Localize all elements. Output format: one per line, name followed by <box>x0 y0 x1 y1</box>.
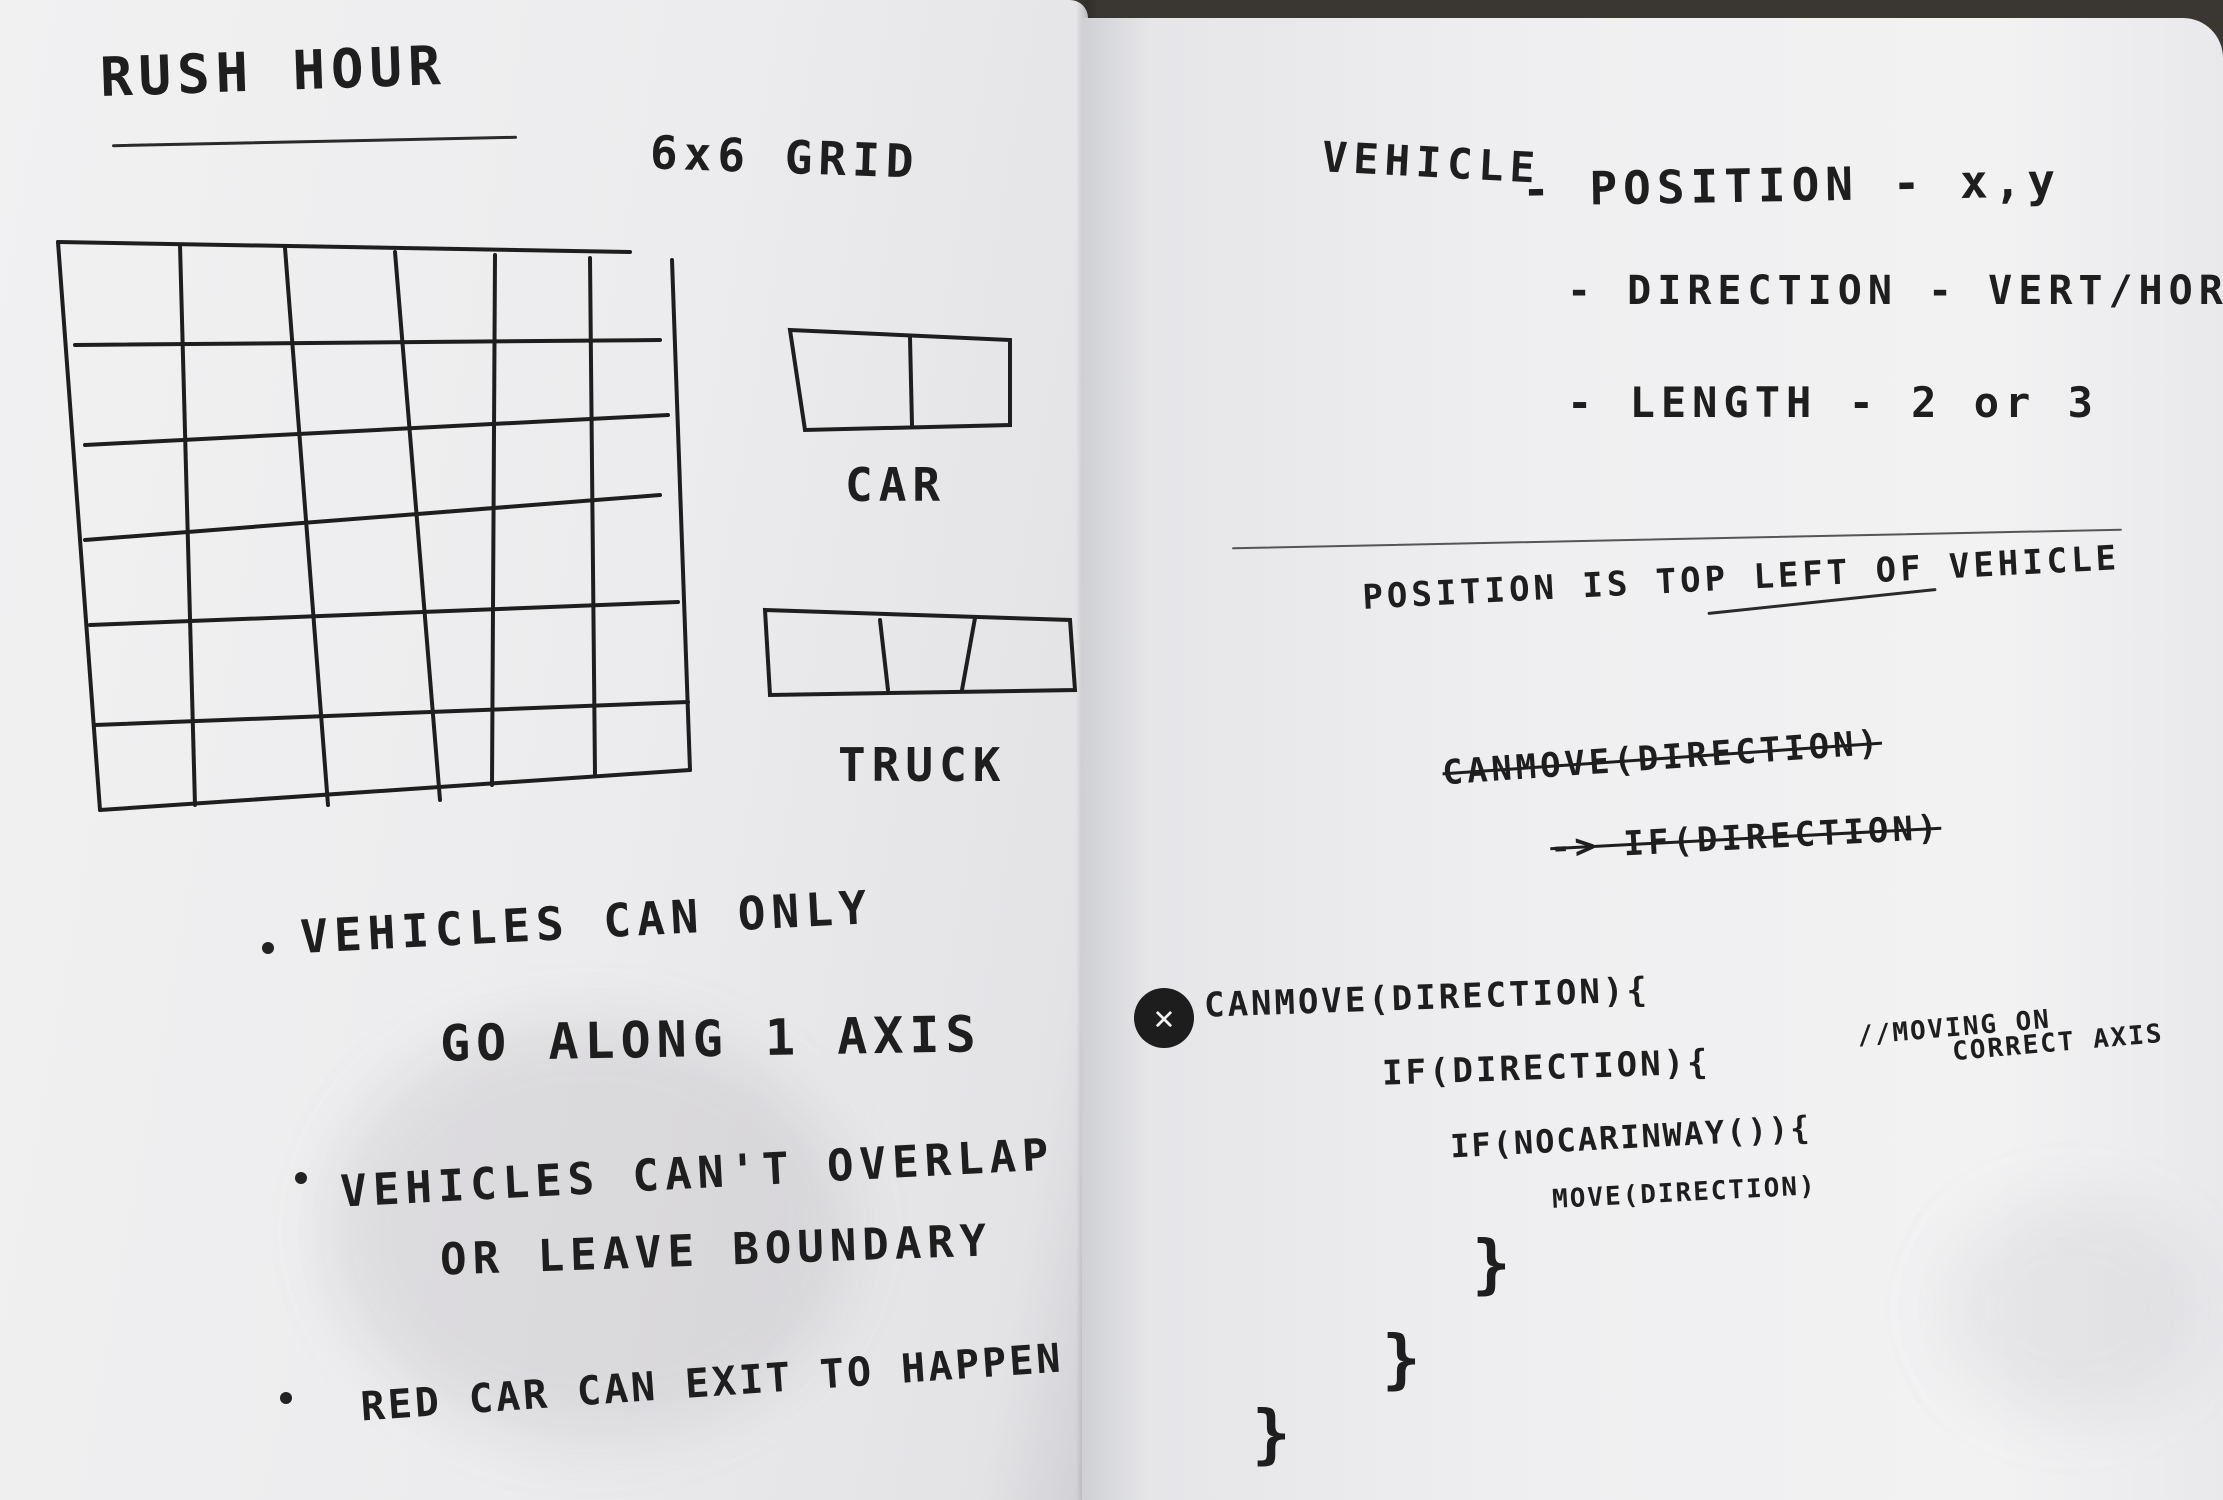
left-page: RUSH HOUR 6x6 GRID <box>0 0 1088 1500</box>
x-circle-mark: ✕ <box>1134 988 1194 1048</box>
bleed-through-shadow <box>1942 1198 2202 1418</box>
right-page: VEHICLE - POSITION - x,y - DIRECTION - V… <box>1082 18 2223 1500</box>
bullet-rule-2 <box>295 1172 307 1184</box>
grid-and-vehicle-sketch <box>56 240 1078 812</box>
code-line-3: IF(NOCARINWAY()){ <box>1449 1108 1813 1166</box>
attr-direction: - DIRECTION - VERT/HOR <box>1567 268 2223 314</box>
page-smudge <box>330 1020 850 1440</box>
bullet-rule-1 <box>262 942 274 954</box>
struck-code-line-2: -> IF(DIRECTION) <box>1549 807 1943 869</box>
rule-1-line-2: GO ALONG 1 AXIS <box>439 1005 983 1073</box>
code-line-2: IF(DIRECTION){ <box>1381 1042 1712 1094</box>
struck-code-line-1: CANMOVE(DIRECTION) <box>1441 722 1884 794</box>
closing-brace-middle: } <box>1382 1323 1427 1397</box>
truck-label: TRUCK <box>838 738 1007 792</box>
code-line-1: CANMOVE(DIRECTION){ <box>1203 970 1651 1026</box>
closing-brace-inner: } <box>1472 1228 1517 1302</box>
closing-brace-outer: } <box>1252 1398 1297 1472</box>
position-note: POSITION IS TOP LEFT OF VEHICLE <box>1361 538 2122 618</box>
code-line-4: MOVE(DIRECTION) <box>1551 1171 1818 1215</box>
attr-position: - POSITION - x,y <box>1521 153 2062 217</box>
car-label: CAR <box>845 458 947 512</box>
vehicle-label: VEHICLE <box>1320 132 1543 193</box>
bullet-rule-3 <box>280 1392 292 1404</box>
attr-length: - LENGTH - 2 or 3 <box>1567 378 2099 427</box>
